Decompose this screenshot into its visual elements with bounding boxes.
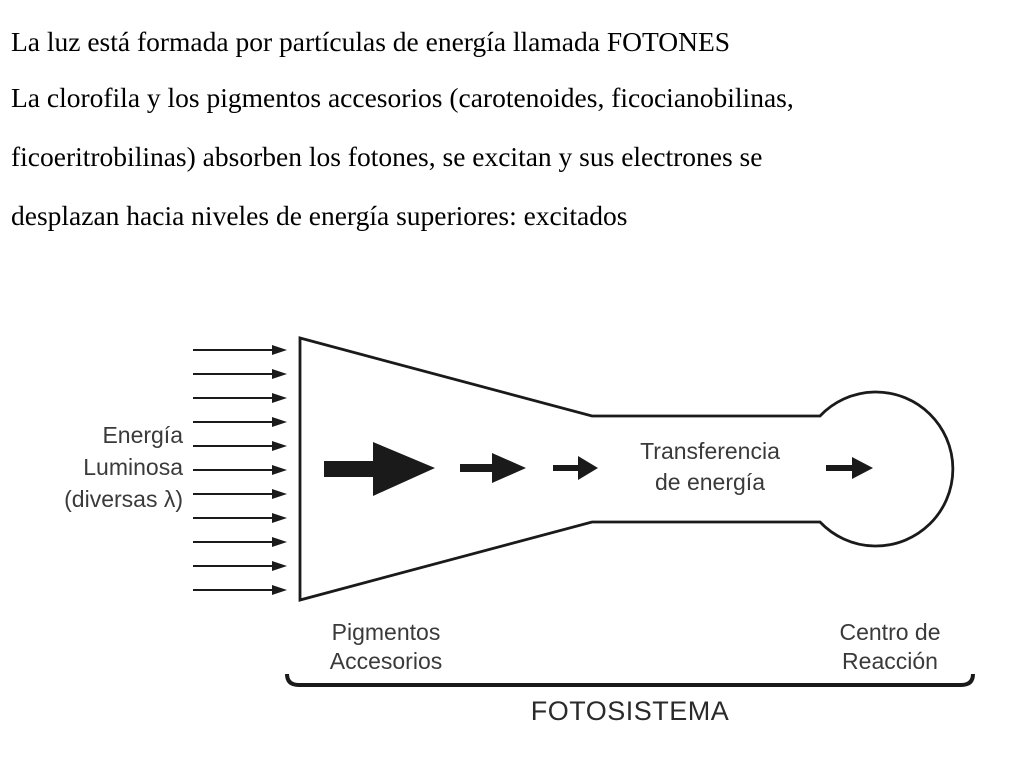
energy-flow-arrow-large <box>324 442 435 496</box>
photosystem-label: FOTOSISTEMA <box>531 696 730 726</box>
transfer-label-line-2: de energía <box>655 469 765 495</box>
photon-arrow-head <box>272 417 287 427</box>
center-label-line-1: Centro de <box>839 619 940 645</box>
pigments-label-line-2: Accesorios <box>330 648 442 674</box>
input-label-line-3: (diversas λ) <box>64 486 183 512</box>
photon-arrow-head <box>272 585 287 595</box>
photosystem-bracket <box>285 673 975 687</box>
energy-flow-arrow-center <box>826 457 873 479</box>
photon-arrow-head <box>272 537 287 547</box>
transfer-label-line-1: Transferencia <box>640 438 780 464</box>
photosystem-outline <box>298 336 955 602</box>
text-line-3: ficoeritrobilinas) absorben los fotones,… <box>11 141 763 172</box>
energy-flow-arrow-medium <box>460 453 526 483</box>
input-label-line-2: Luminosa <box>83 454 183 480</box>
photon-arrow-head <box>272 393 287 403</box>
text-line-2: La clorofila y los pigmentos accesorios … <box>11 82 794 113</box>
pigments-label-line-1: Pigmentos <box>332 619 441 645</box>
center-label-line-2: Reacción <box>842 648 938 674</box>
text-line-4: desplazan hacia niveles de energía super… <box>11 200 628 231</box>
text-line-1: La luz está formada por partículas de en… <box>11 26 731 57</box>
photon-arrow-head <box>272 561 287 571</box>
photon-arrows <box>193 345 287 595</box>
photon-arrow-head <box>272 489 287 499</box>
photon-arrow-head <box>272 465 287 475</box>
energy-flow-arrow-small <box>553 456 598 480</box>
photon-arrow-head <box>272 369 287 379</box>
photon-arrow-head <box>272 441 287 451</box>
photon-arrow-head <box>272 513 287 523</box>
input-label-line-1: Energía <box>102 422 183 448</box>
photon-arrow-head <box>272 345 287 355</box>
intro-text: La luz está formada por partículas de en… <box>11 16 1016 245</box>
